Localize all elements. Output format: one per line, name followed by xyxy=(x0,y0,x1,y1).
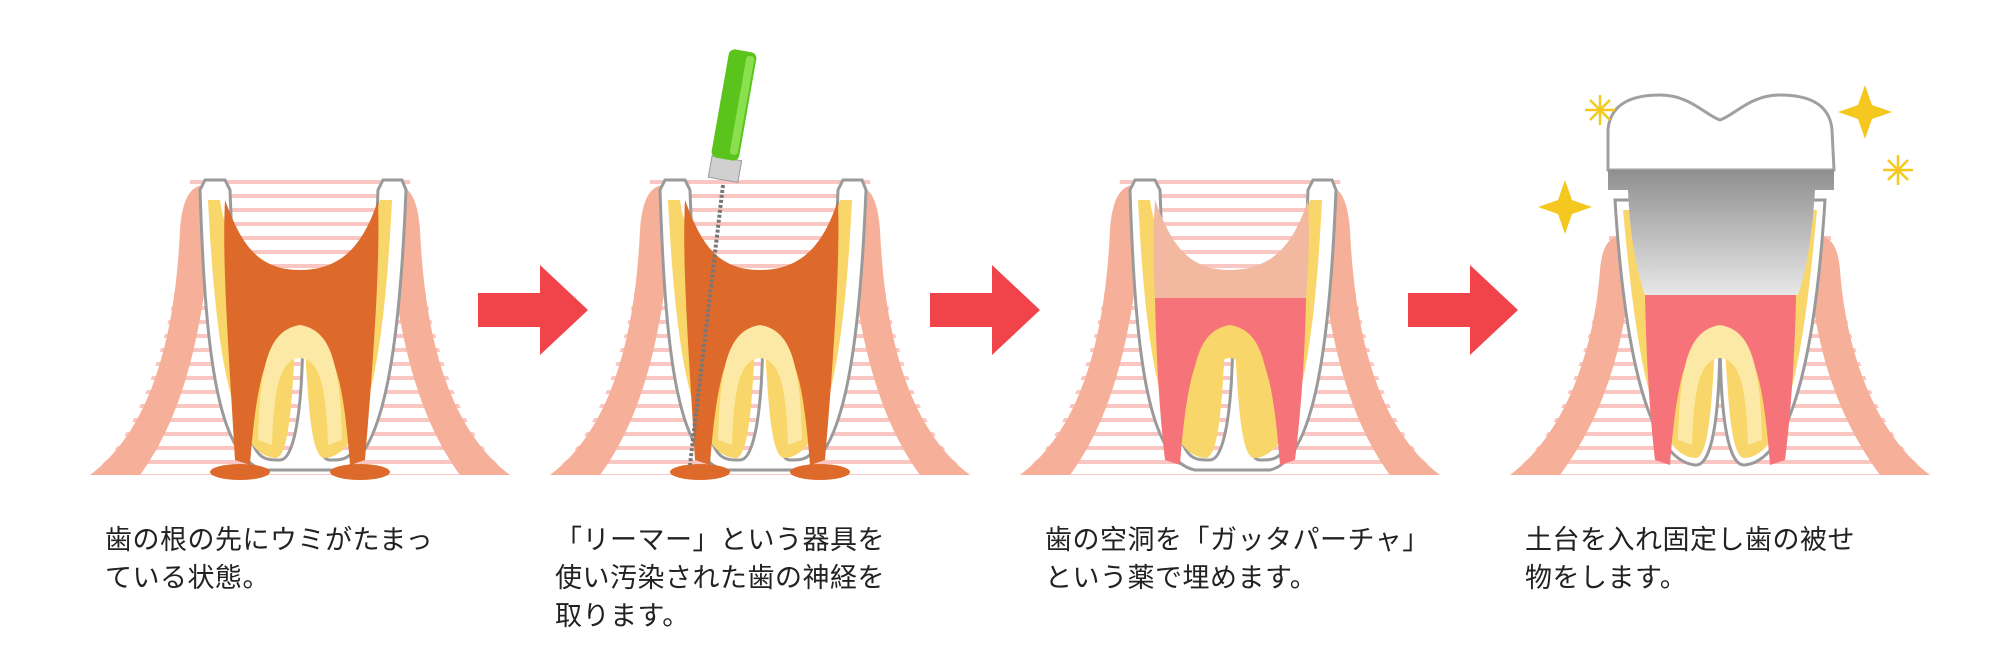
gutta-percha-fill xyxy=(1645,295,1796,465)
tooth-step-3 xyxy=(1020,178,1440,475)
arrow-right-icon xyxy=(930,265,1040,355)
pus-pocket-left xyxy=(670,464,730,480)
pus-pocket-right xyxy=(330,464,390,480)
tooth-step-1 xyxy=(90,178,510,480)
gum-left xyxy=(90,185,215,475)
gum-right xyxy=(385,185,510,475)
gutta-percha-fill xyxy=(1155,298,1306,465)
gum-left xyxy=(550,185,675,475)
caption-step-3: 歯の空洞を「ガッタパーチャ」 という薬で埋めます。 xyxy=(1045,525,1430,594)
gum-left xyxy=(1510,235,1635,475)
sparkle-icon xyxy=(1838,85,1892,139)
arrow-right-icon xyxy=(478,265,588,355)
gum-left xyxy=(1020,185,1145,475)
caption-step-2: 「リーマー」という器具を 使い汚染された歯の神経を 取ります。 xyxy=(555,525,885,632)
crown-cap xyxy=(1606,93,1836,172)
caption-step-1: 歯の根の先にウミがたまっ ている状態。 xyxy=(105,525,434,594)
arrow-right-icon xyxy=(1408,265,1518,355)
reamer-instrument-icon xyxy=(688,49,757,466)
tooth-step-4 xyxy=(1510,85,1930,475)
infection-area xyxy=(684,200,839,465)
sparkle-icon xyxy=(1883,155,1913,185)
caption-step-4: 土台を入れ固定し歯の被せ 物をします。 xyxy=(1525,525,1855,594)
sparkle-icon xyxy=(1538,180,1592,234)
sparkle-icon xyxy=(1585,95,1615,125)
pus-pocket-left xyxy=(210,464,270,480)
gum-right xyxy=(845,185,970,475)
filling-top xyxy=(1153,200,1309,298)
gum-right xyxy=(1315,185,1440,475)
infection-area xyxy=(224,200,379,465)
gum-right xyxy=(1805,235,1930,475)
tooth-step-2 xyxy=(550,49,970,480)
pus-pocket-right xyxy=(790,464,850,480)
metal-core-post xyxy=(1608,170,1834,295)
